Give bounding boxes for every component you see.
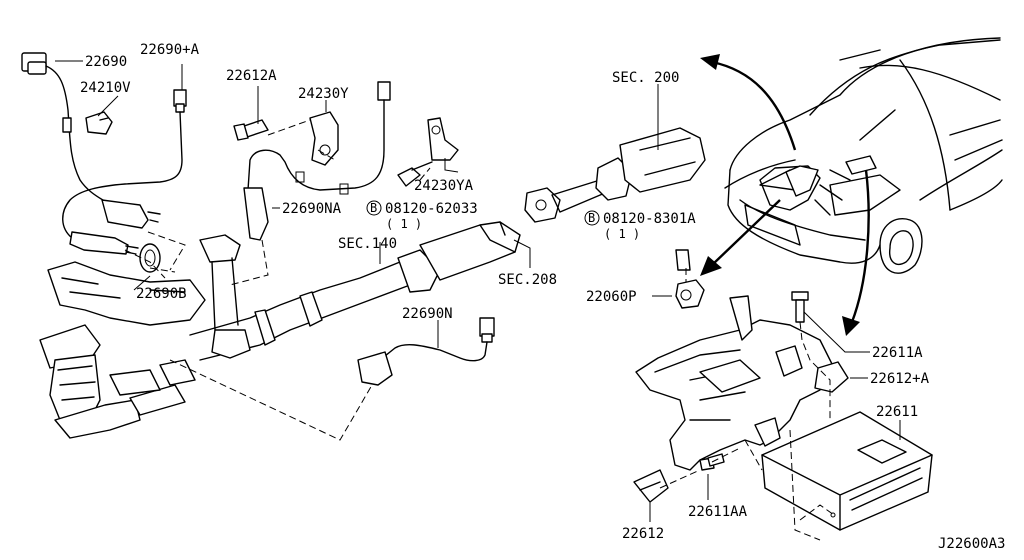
circle-b-marker	[366, 200, 382, 216]
label-sec140: SEC.140	[338, 236, 397, 252]
car-illustration	[724, 37, 1003, 274]
label-22690A: 22690+A	[140, 42, 200, 58]
exhaust-manifold-drawing	[39, 234, 241, 439]
gasket-22690B-drawing	[139, 243, 161, 273]
bolt-22611A-drawing	[791, 291, 809, 323]
assembly-guide-lines	[124, 119, 835, 541]
center-pipe-drawing	[524, 127, 706, 223]
part-labels: 22690 22690+A 24210V 22612A 24230Y 24230…	[80, 42, 1005, 552]
ecu-22611-drawing	[761, 411, 933, 531]
leader-lines	[55, 60, 901, 522]
label-22612plusA: 22612+A	[870, 371, 930, 387]
label-bolt-08120-62033: 08120-62033	[385, 201, 478, 217]
label-sec200: SEC. 200	[612, 70, 679, 86]
exhaust-pipe-drawing	[189, 221, 521, 361]
circle-b-letter: B	[370, 201, 377, 215]
oxygen-sensor-22690N-drawing	[357, 317, 495, 386]
label-24230Y: 24230Y	[298, 86, 349, 102]
diagram-id: J22600A3	[938, 536, 1005, 552]
label-22690: 22690	[85, 54, 127, 70]
label-bolt-08120-8301A-qty: ( 1 )	[604, 227, 640, 241]
label-22612: 22612	[622, 526, 664, 542]
label-22060P: 22060P	[586, 289, 637, 305]
label-bolt-08120-8301A: 08120-8301A	[603, 211, 696, 227]
label-24230YA: 24230YA	[414, 178, 474, 194]
label-22690N: 22690N	[402, 306, 453, 322]
circle-b-marker-2	[584, 210, 600, 226]
label-sec208: SEC.208	[498, 272, 557, 288]
circle-b-letter-2: B	[588, 211, 595, 225]
location-arrows	[700, 54, 870, 336]
knock-sensor-22060P-drawing	[675, 249, 705, 309]
label-22690NA: 22690NA	[282, 201, 342, 217]
label-22611AA: 22611AA	[688, 504, 748, 520]
bracket-24230Y-drawing	[309, 111, 339, 166]
oxygen-sensor-22690NA-drawing	[243, 81, 391, 241]
oxygen-sensor-22690-drawing	[21, 52, 161, 229]
label-22611A: 22611A	[872, 345, 923, 361]
label-22611: 22611	[876, 404, 918, 420]
ecu-bracket-drawing	[635, 295, 849, 471]
bolt-22612A-drawing	[233, 119, 269, 141]
clip-22612-drawing	[633, 469, 669, 503]
oxygen-sensor-22690A-drawing	[62, 89, 187, 255]
label-22612A: 22612A	[226, 68, 277, 84]
label-bolt-08120-62033-qty: ( 1 )	[386, 217, 422, 231]
bracket-24230YA-drawing	[397, 117, 459, 187]
label-22690B: 22690B	[136, 286, 187, 302]
label-24210V: 24210V	[80, 80, 131, 96]
